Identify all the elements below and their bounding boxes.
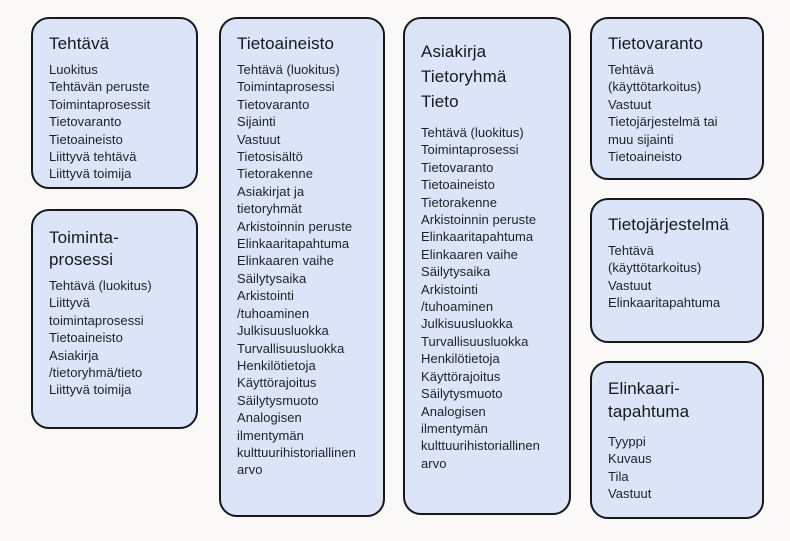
list-item: Liittyvä toimija xyxy=(49,382,132,398)
list-item: Arkistoinnin peruste xyxy=(421,212,537,228)
list-item: Tietorakenne xyxy=(237,166,313,182)
list-item: Julkisuusluokka xyxy=(421,316,513,332)
list-item: Vastuut xyxy=(237,131,281,147)
list-item: Vastuut xyxy=(608,96,652,112)
list-item: Turvallisuusluokka xyxy=(421,333,529,349)
list-item: Elinkaaren vaihe xyxy=(237,253,334,269)
list-item: Kuvaus xyxy=(608,451,652,467)
list-item: Tehtävä (käyttötarkoitus) xyxy=(608,62,702,95)
card-items-tietovaranto: Tehtävä (käyttötarkoitus) Vastuut Tietoj… xyxy=(608,61,746,165)
list-item: Turvallisuusluokka xyxy=(237,340,345,356)
list-item: Julkisuusluokka xyxy=(237,323,329,339)
card-elinkaaritapahtuma[interactable]: Elinkaari- tapahtuma Tyyppi Kuvaus Tila … xyxy=(590,361,764,519)
list-item: Liittyvä toimintaprosessi xyxy=(49,295,144,328)
list-item: Asiakirjat ja tietoryhmät xyxy=(237,183,305,217)
card-items-elinkaaritapahtuma: Tyyppi Kuvaus Tila Vastuut xyxy=(608,433,746,503)
list-item: Säilytysaika xyxy=(237,270,307,286)
column-3: Asiakirja Tietoryhmä Tieto Tehtävä (luok… xyxy=(403,0,571,541)
list-item: Arkistointi /tuhoaminen xyxy=(237,288,310,321)
card-toimintaprosessi[interactable]: Toiminta- prosessi Tehtävä (luokitus) Li… xyxy=(31,209,198,429)
list-item: Tietovaranto xyxy=(237,96,310,112)
card-title-tietoaineisto: Tietoaineisto xyxy=(237,34,335,53)
list-item: Käyttörajoitus xyxy=(237,375,317,391)
card-title-elinkaaritapahtuma: Elinkaari- tapahtuma xyxy=(608,379,690,421)
card-tietojarjestelma[interactable]: Tietojärjestelmä Tehtävä (käyttötarkoitu… xyxy=(590,198,764,343)
list-item: Liittyvä toimija xyxy=(49,166,132,182)
list-item: Tietoaineisto xyxy=(49,330,123,346)
card-items-toimintaprosessi: Tehtävä (luokitus) Liittyvä toimintapros… xyxy=(49,277,180,399)
list-item: Tehtävä (käyttötarkoitus) xyxy=(608,243,702,276)
list-item: Tehtävän peruste xyxy=(49,79,150,95)
list-item: Liittyvä tehtävä xyxy=(49,149,137,165)
list-item: Tila xyxy=(608,468,629,484)
list-item: Arkistointi /tuhoaminen xyxy=(421,281,494,315)
list-item: Säilytysmuoto xyxy=(421,386,503,402)
card-asiakirja-tietoryhma-tieto[interactable]: Asiakirja Tietoryhmä Tieto Tehtävä (luok… xyxy=(403,17,571,515)
card-title-asiakirja-tietoryhma-tieto: Asiakirja Tietoryhmä Tieto xyxy=(421,42,507,111)
list-item: Tietorakenne xyxy=(421,194,497,210)
list-item: Henkilötietoja xyxy=(421,351,500,367)
list-item: Toimintaprosessit xyxy=(49,96,151,112)
list-item: Tietoaineisto xyxy=(421,177,495,193)
list-item: Tietoaineisto xyxy=(608,149,682,165)
card-title-tietojarjestelma: Tietojärjestelmä xyxy=(608,215,729,234)
column-4: Tietovaranto Tehtävä (käyttötarkoitus) V… xyxy=(590,0,764,541)
list-item: Tietosisältö xyxy=(237,149,303,165)
list-item: Käyttörajoitus xyxy=(421,368,501,384)
card-items-tietojarjestelma: Tehtävä (käyttötarkoitus) Vastuut Elinka… xyxy=(608,242,746,312)
list-item: Tietojärjestelmä tai muu sijainti xyxy=(608,114,718,147)
list-item: Sijainti xyxy=(237,114,276,130)
card-tietoaineisto[interactable]: Tietoaineisto Tehtävä (luokitus) Toimint… xyxy=(219,17,385,517)
card-title-tietovaranto: Tietovaranto xyxy=(608,34,704,53)
card-items-tietoaineisto: Tehtävä (luokitus) Toimintaprosessi Tiet… xyxy=(237,61,367,479)
list-item: Arkistoinnin peruste xyxy=(237,218,353,234)
card-items-tehtava: Luokitus Tehtävän peruste Toimintaproses… xyxy=(49,61,180,183)
list-item: Elinkaaritapahtuma xyxy=(608,295,721,311)
card-items-asiakirja-tietoryhma-tieto: Tehtävä (luokitus) Toimintaprosessi Tiet… xyxy=(421,124,553,472)
list-item: Henkilötietoja xyxy=(237,357,316,373)
list-item: Tietovaranto xyxy=(421,159,494,175)
list-item: Säilytysaika xyxy=(421,264,491,280)
card-tietovaranto[interactable]: Tietovaranto Tehtävä (käyttötarkoitus) V… xyxy=(590,17,764,180)
column-2: Tietoaineisto Tehtävä (luokitus) Toimint… xyxy=(219,0,385,541)
list-item: Vastuut xyxy=(608,277,652,293)
list-item: Toimintaprosessi xyxy=(421,142,519,158)
list-item: Tietovaranto xyxy=(49,114,122,130)
list-item: Asiakirja /tietoryhmä/tieto xyxy=(49,347,143,381)
list-item: Toimintaprosessi xyxy=(237,79,335,95)
card-title-tehtava: Tehtävä xyxy=(49,34,110,53)
list-item: Elinkaaritapahtuma xyxy=(421,229,534,245)
list-item: Säilytysmuoto xyxy=(237,392,319,408)
list-item: Tehtävä (luokitus) xyxy=(49,278,152,293)
list-item: Vastuut xyxy=(608,486,652,502)
card-tehtava[interactable]: Tehtävä Luokitus Tehtävän peruste Toimin… xyxy=(31,17,198,189)
list-item: Elinkaaren vaihe xyxy=(421,246,518,262)
list-item: Elinkaaritapahtuma xyxy=(237,236,350,252)
list-item: Analogisen ilmentymän kulttuurihistorial… xyxy=(237,410,356,478)
list-item: Tyyppi xyxy=(608,434,646,449)
list-item: Tehtävä (luokitus) xyxy=(237,62,340,77)
list-item: Luokitus xyxy=(49,62,98,77)
column-1: Tehtävä Luokitus Tehtävän peruste Toimin… xyxy=(31,0,198,541)
list-item: Tietoaineisto xyxy=(49,131,123,147)
list-item: Analogisen ilmentymän kulttuurihistorial… xyxy=(421,403,540,471)
list-item: Tehtävä (luokitus) xyxy=(421,125,524,140)
card-title-toimintaprosessi: Toiminta- prosessi xyxy=(49,228,119,269)
